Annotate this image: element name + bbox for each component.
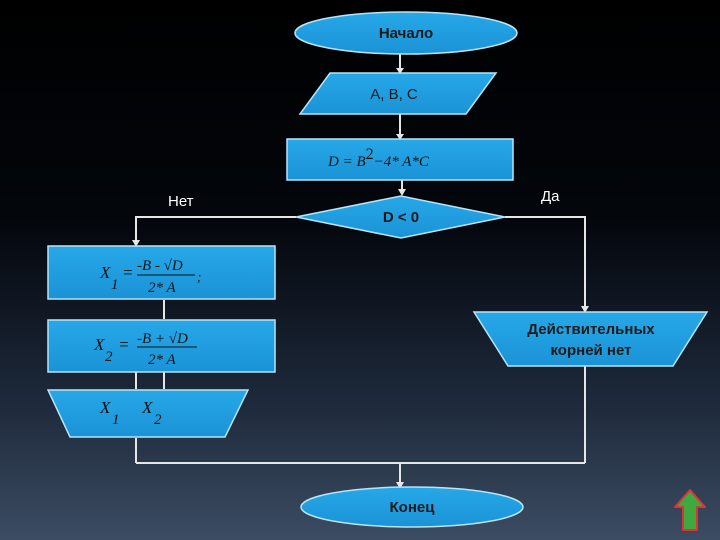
output-x1-sub: 1 [112, 412, 120, 428]
decision-label: D < 0 [383, 209, 419, 226]
arrowhead-formula [396, 134, 404, 140]
x2-eq: = [118, 335, 129, 354]
arrowhead-decision [398, 189, 406, 196]
up-arrow-icon[interactable] [674, 489, 706, 531]
x1-numerator: -B - √D [137, 258, 183, 274]
no-roots-trapezoid [472, 311, 709, 367]
output-roots-trapezoid [46, 389, 250, 438]
discriminant-prefix: D = B [327, 154, 366, 170]
no-roots-line2: корней нет [551, 342, 632, 359]
connectors [135, 54, 586, 487]
end-label: Конец [390, 499, 436, 516]
x2-process [47, 319, 276, 373]
discriminant-suffix: −4* A*C [374, 154, 430, 170]
decision-diamond [295, 195, 506, 239]
arrowhead-input [396, 68, 404, 74]
discriminant-process [286, 138, 514, 181]
x2-sub: 2 [105, 349, 113, 365]
x1-lhs: X [99, 263, 111, 282]
x2-formula: X 2 = -B + √D 2* A [93, 331, 197, 368]
discriminant-exponent: 2 [366, 146, 374, 163]
x1-denominator: 2* A [148, 280, 176, 296]
output-roots-label: X 1 X 2 [99, 398, 162, 428]
connector-yes-branch [505, 216, 586, 311]
start-label: Начало [379, 25, 433, 42]
up-nav-button[interactable] [674, 489, 706, 531]
output-x2: X [141, 398, 153, 417]
arrowhead-yes [581, 306, 589, 313]
x1-trailing: ; [197, 269, 201, 284]
discriminant-formula: D = B2−4* A*C [327, 146, 430, 170]
output-x1: X [99, 398, 111, 417]
x1-formula: X 1 = -B - √D 2* A ; [99, 258, 201, 296]
end-terminal [300, 486, 524, 528]
arrowheads [132, 68, 589, 489]
x2-denominator: 2* A [148, 352, 176, 368]
connector-no-branch [135, 216, 296, 245]
arrowhead-no [132, 240, 140, 247]
no-branch-label: Нет [168, 193, 194, 210]
start-terminal [294, 11, 518, 55]
x1-sub: 1 [111, 277, 119, 293]
output-x2-sub: 2 [154, 412, 162, 428]
x2-numerator: -B + √D [137, 331, 188, 347]
x1-process [47, 245, 276, 300]
arrowhead-end [396, 482, 404, 489]
no-roots-line1: Действительных [527, 321, 655, 338]
yes-branch-label: Да [541, 188, 560, 205]
input-label: A, B, C [370, 86, 418, 103]
input-parallelogram [298, 72, 498, 115]
x1-eq: = [122, 263, 133, 282]
x2-lhs: X [93, 335, 105, 354]
